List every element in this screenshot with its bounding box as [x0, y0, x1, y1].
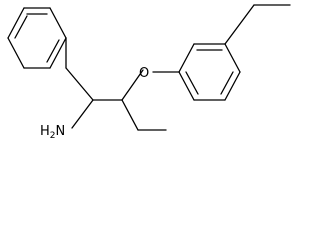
- amine-subscript: 2: [50, 131, 56, 141]
- double-bond-inner: [220, 71, 234, 95]
- bond: [224, 71, 241, 101]
- ethylphenyl-ring: [178, 43, 241, 101]
- bond: [224, 4, 255, 45]
- bond: [121, 99, 139, 131]
- ethyl-group: [224, 4, 291, 45]
- bond: [7, 7, 25, 39]
- molecular-structure-diagram: O H2N: [7, 4, 291, 141]
- oxygen-label: O: [139, 66, 149, 81]
- amine-n-label: N: [56, 124, 66, 139]
- carbon-chain: [65, 37, 167, 131]
- bond: [178, 71, 195, 101]
- amine-h-label: H: [40, 124, 50, 139]
- bond: [65, 67, 94, 101]
- double-bond-inner: [46, 39, 60, 63]
- bond: [224, 43, 241, 73]
- bond: [71, 99, 94, 129]
- double-bond-inner: [14, 15, 28, 39]
- bond: [49, 37, 67, 69]
- double-bond-inner: [185, 71, 199, 95]
- amine-label: H2N: [40, 124, 65, 141]
- bond: [178, 43, 195, 73]
- bond: [7, 37, 25, 69]
- bond: [49, 7, 67, 39]
- phenyl-ring: [7, 7, 67, 69]
- bond: [121, 69, 144, 101]
